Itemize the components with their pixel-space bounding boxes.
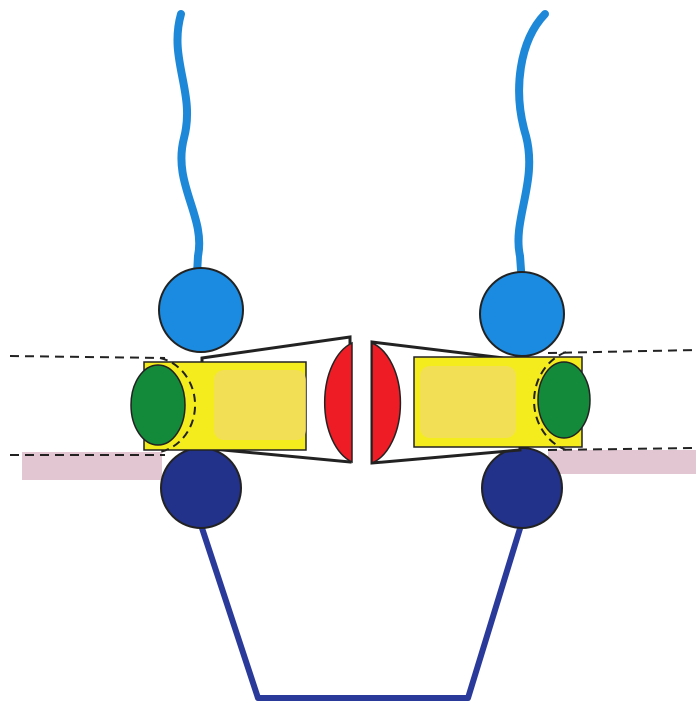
figure-corner-label: )	[0, 666, 1, 700]
left-lower-head	[161, 448, 241, 528]
right-upper-head	[480, 272, 564, 356]
linker-chain	[200, 522, 522, 698]
left-tail	[177, 14, 199, 292]
right-green-cap	[538, 362, 590, 438]
membrane-lower-line-right	[548, 448, 696, 450]
right-lower-head	[482, 448, 562, 528]
left-green-cap	[131, 365, 185, 445]
right-tail	[518, 14, 545, 284]
left-subunit	[131, 14, 352, 528]
membrane	[10, 350, 696, 480]
membrane-lower-shade-left	[22, 452, 162, 480]
membrane-upper-line-right	[548, 350, 696, 353]
left-yellow-inner	[214, 370, 306, 440]
membrane-lower-shade-right	[548, 450, 696, 474]
right-yellow-inner	[420, 366, 516, 438]
membrane-upper-line-left	[10, 356, 165, 358]
left-upper-head	[159, 268, 243, 352]
